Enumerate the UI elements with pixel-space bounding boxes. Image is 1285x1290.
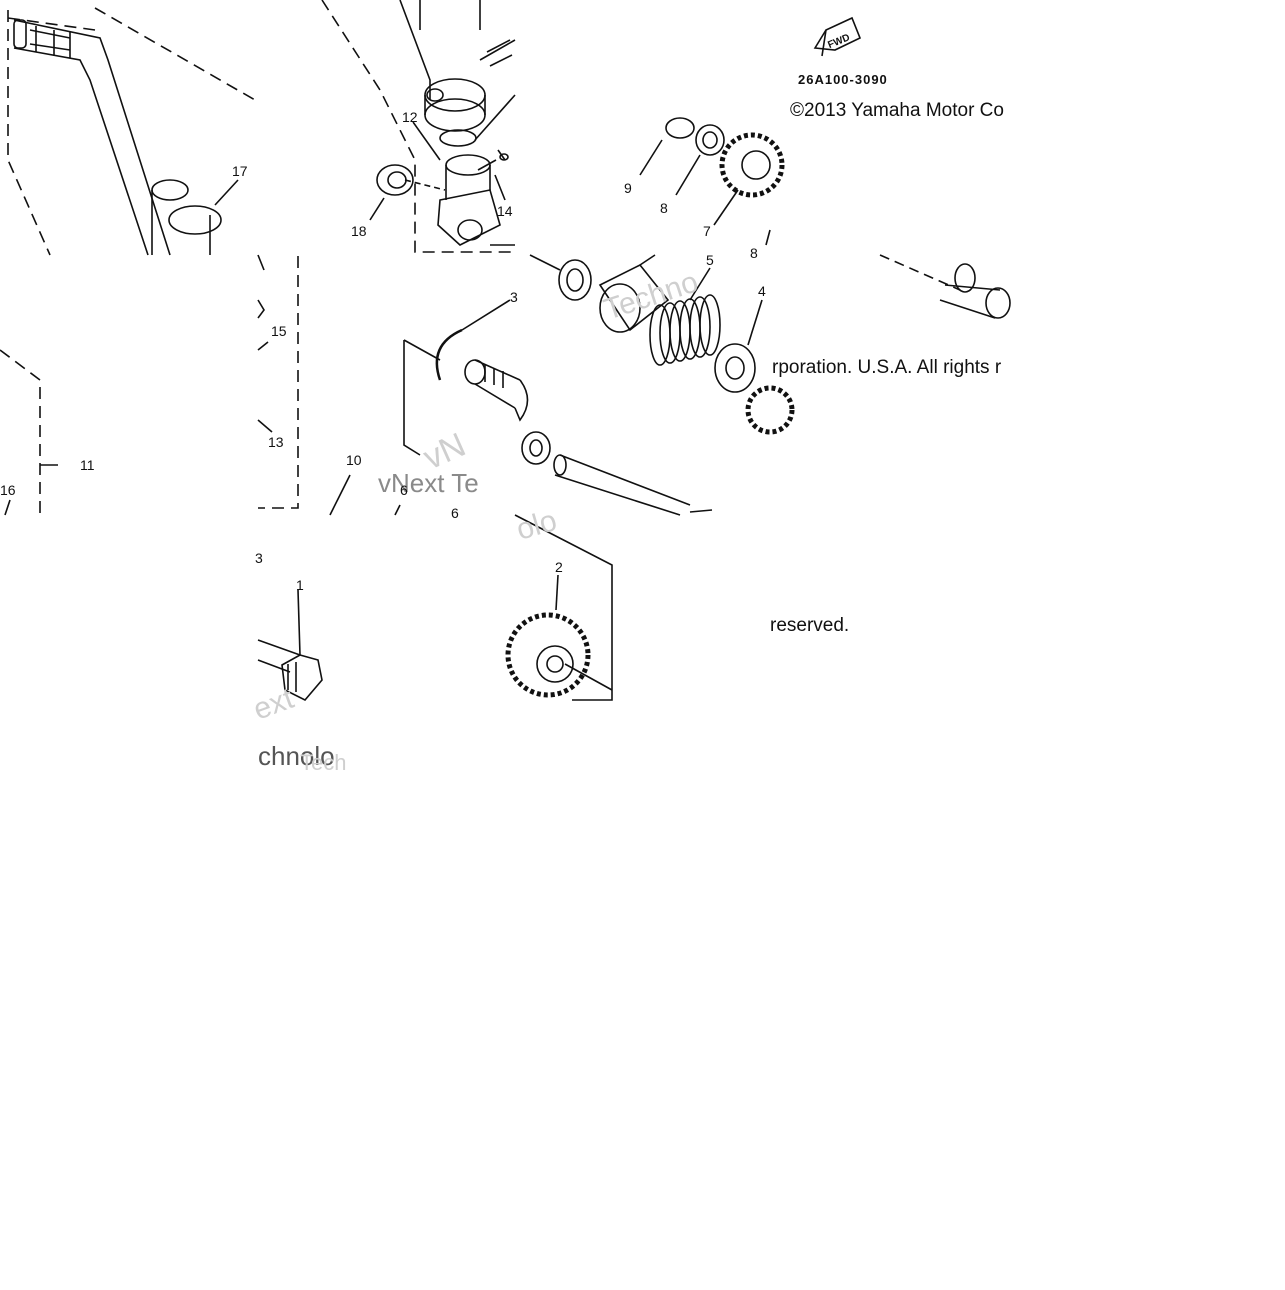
callout-13: 13 [268,434,284,450]
watermark-layer: vNext Te Techno chnolo ext vN olo Tech [249,265,702,775]
driven-gear-2 [505,612,591,698]
callout-14: 14 [497,203,513,219]
callout-11: 11 [80,457,95,473]
callout-5: 5 [706,252,714,268]
callout-7: 7 [703,223,711,239]
watermark-text-3: chnolo [258,741,335,771]
callout-2: 2 [555,559,563,575]
o-ring [439,129,477,147]
driven-gear-section [505,514,613,701]
watermark-text-7: Tech [300,750,346,775]
callout-9: 9 [624,180,632,196]
kick-lever-section [7,7,256,256]
callout-18: 18 [351,223,367,239]
callout-3: 3 [255,550,263,566]
side-panel-section [0,254,299,516]
lever-boss [151,179,189,201]
kick-lever-arm [13,19,171,256]
washer-6 [521,431,551,465]
kick-spring-section [529,117,1011,435]
callout-4: 4 [758,283,766,299]
callout-12: 12 [402,109,418,125]
callout-15: 15 [271,323,287,339]
callout-1: 1 [296,577,304,593]
shaft-boss-section [321,0,516,253]
nut-18 [376,164,414,196]
oil-seal [558,259,592,301]
callout-6b: 6 [400,482,408,498]
callout-3b: 3 [510,289,518,305]
copyright-line-1: ©2013 Yamaha Motor Co [790,100,1004,121]
fwd-indicator [813,16,862,57]
spring-cap [598,263,670,332]
shaft-collar [424,78,486,112]
kick-shaft-end-section [257,589,323,701]
circlip-3 [435,328,463,381]
kick-gear-7 [719,132,785,198]
washer-4 [714,343,756,393]
circlip-9 [665,117,695,139]
pivot-sleeve [445,154,491,176]
shaft-ratchet [281,654,323,701]
callout-8a: 8 [660,200,668,216]
kick-shaft-section [329,299,713,516]
copyright-line-3: reserved. [770,615,850,636]
callout-17: 17 [232,163,248,179]
watermark-text-4: ext [249,682,299,727]
watermark-text-6: olo [513,504,561,547]
callout-8b: 8 [750,245,758,261]
callout-10: 10 [346,452,362,468]
callout-16: 16 [0,482,16,498]
callout-6a: 6 [451,505,459,521]
watermark-text-1: vNext Te [378,468,479,498]
part-code: 26A100-3090 [798,72,888,87]
callout-numbers: 2 1 3 3 4 5 6 6 7 8 8 9 10 11 12 13 14 1… [0,109,766,593]
washer-8 [695,124,725,156]
dashed-boundary [94,7,256,101]
fwd-arrow-icon [813,16,862,51]
copyright-line-2: rporation. U.S.A. All rights r [772,357,1002,378]
